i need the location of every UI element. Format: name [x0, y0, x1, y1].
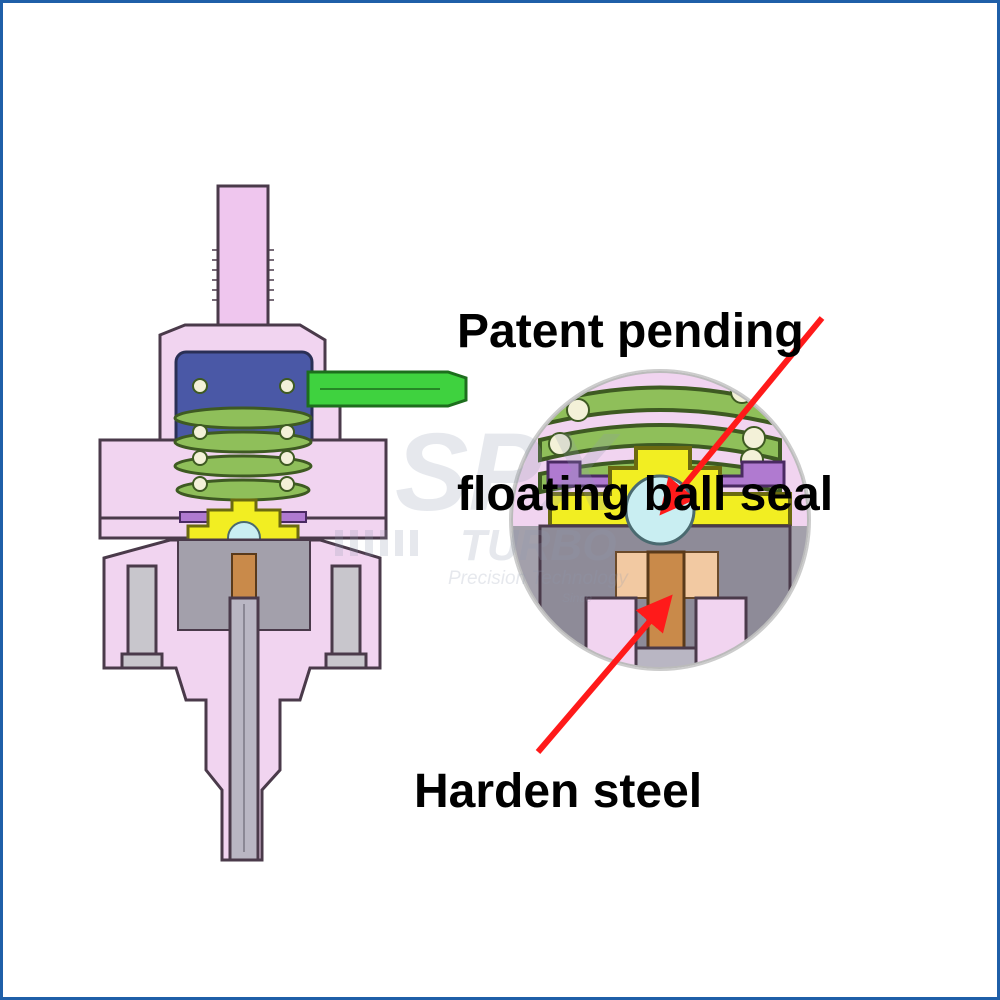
- regulator-cross-section: [98, 184, 468, 862]
- zoom-detail: [509, 369, 811, 671]
- watermark: SPX TURBO Precision Technology Since: [335, 411, 629, 605]
- steel-pin: [231, 553, 257, 599]
- arrow-to-ball-seal: [659, 316, 825, 516]
- valve-seat: [186, 498, 300, 542]
- watermark-sub: TURBO: [460, 521, 616, 570]
- watermark-since: Since: [562, 591, 592, 605]
- watermark-brand: SPX: [395, 411, 621, 534]
- mounting-bolts: [120, 564, 368, 670]
- regulator-spring: [173, 406, 313, 502]
- harden-steel-label: Harden steel: [414, 765, 703, 818]
- watermark-tagline: Precision Technology: [448, 568, 629, 589]
- patent-label-line2: floating ball seal: [457, 468, 834, 522]
- patent-label: Patent pending floating ball seal: [457, 197, 833, 577]
- vacuum-hose-fitting: [306, 370, 468, 408]
- arrow-to-harden-steel: [535, 594, 673, 754]
- patent-label-line1: Patent pending: [457, 305, 804, 359]
